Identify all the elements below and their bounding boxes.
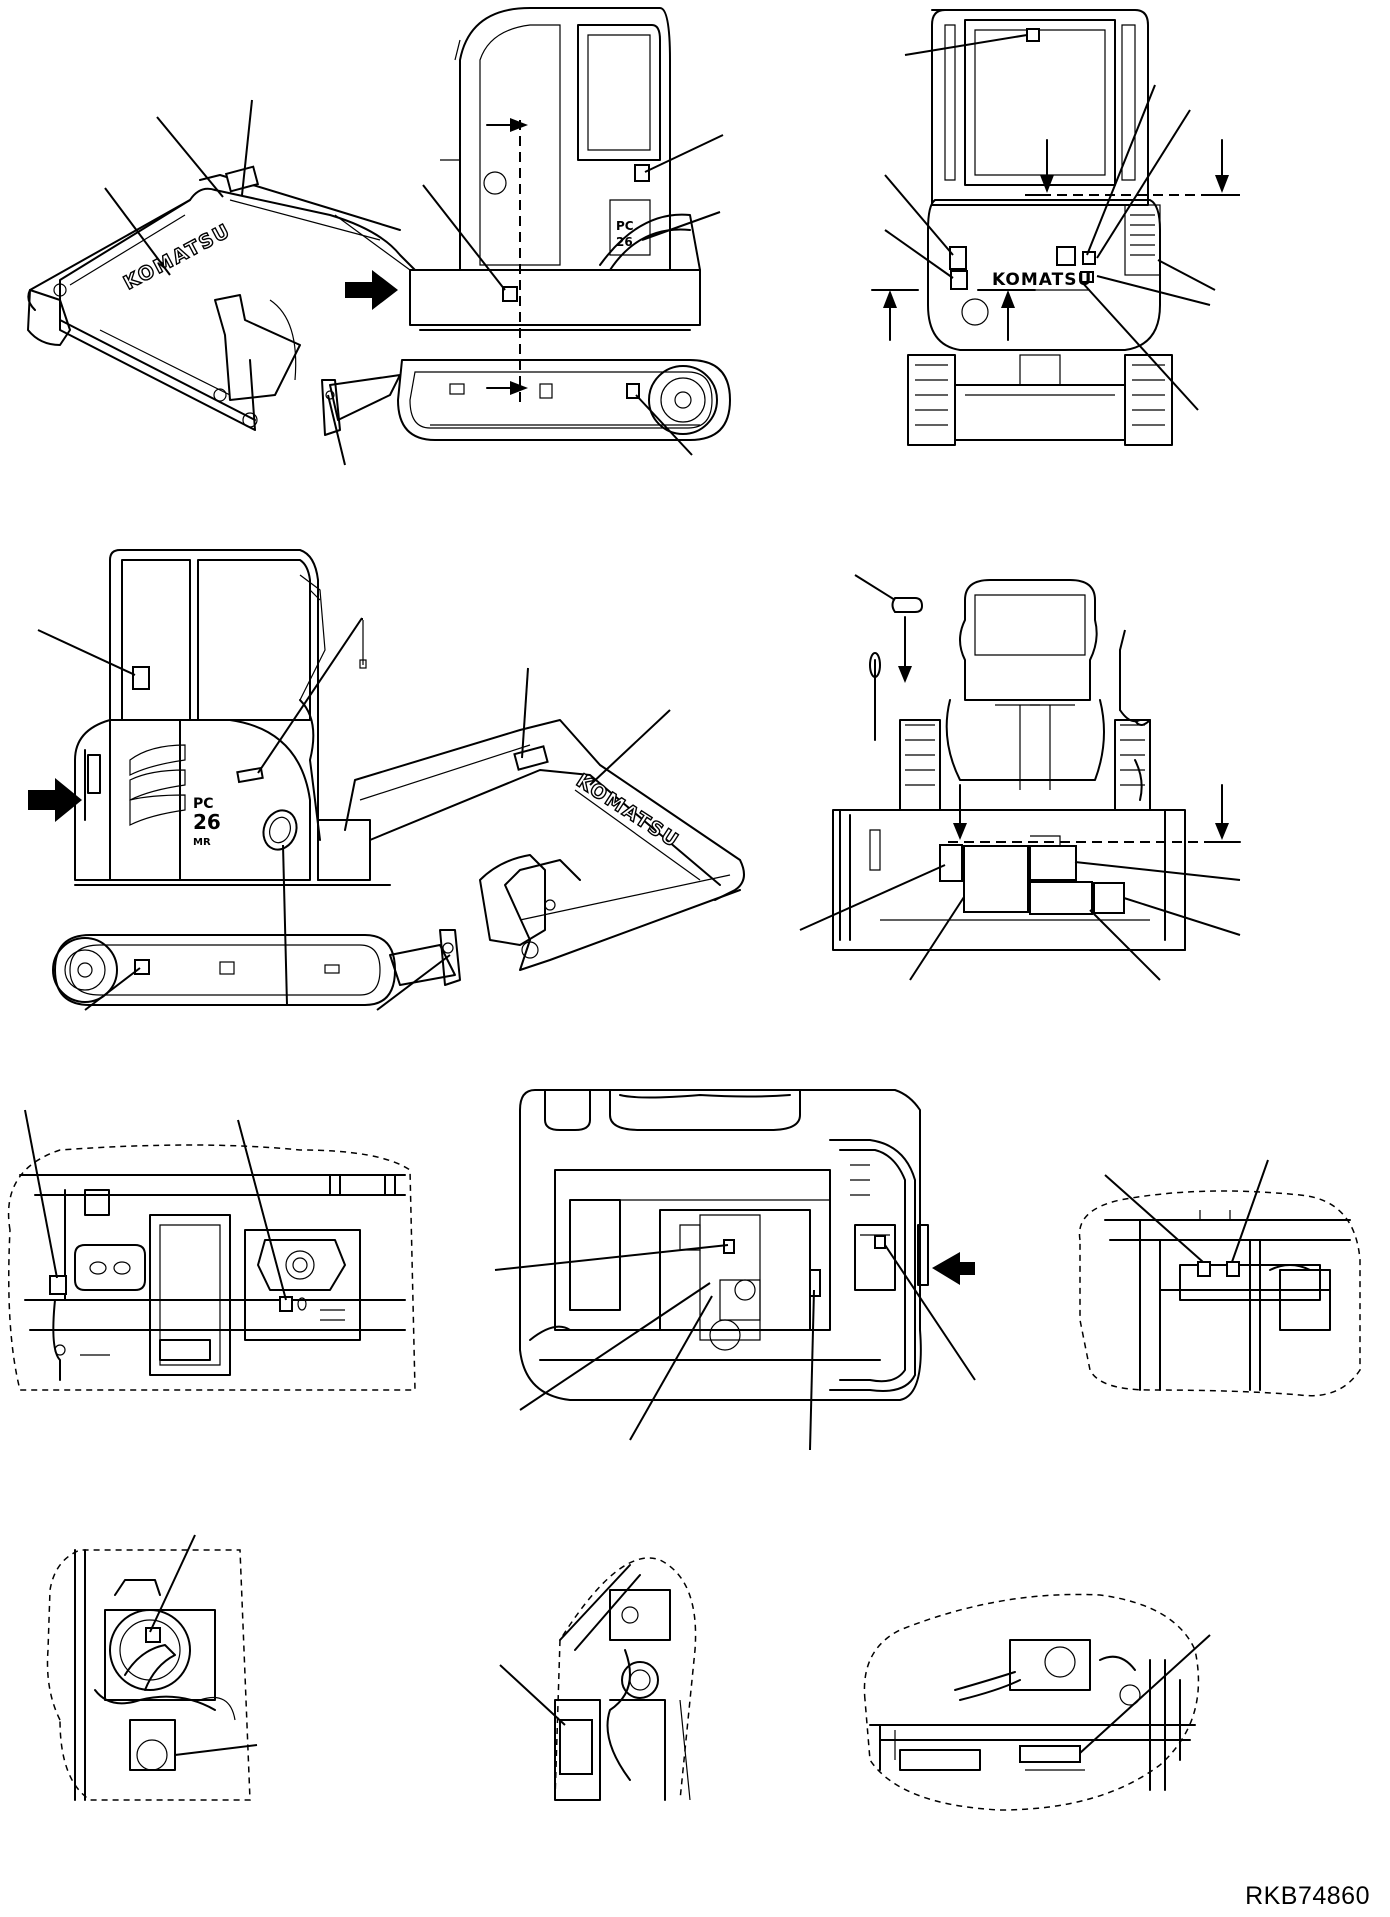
view-rear: KOMATSU [871,9,1240,446]
svg-text:26: 26 [616,235,633,249]
sprocket-wheel [648,365,718,435]
decal-engine-right [874,1235,886,1249]
decal-rear-left-top [949,246,967,270]
view-detail-lower-right [863,1593,1211,1811]
decal-hood-right [236,766,264,784]
decal-boom-left [224,165,260,193]
detail-boundary-1 [7,1144,416,1391]
drawing-number: RKB74860 [1245,1882,1370,1910]
decal-console-large [963,845,1029,913]
decal-rear-left-bottom [950,270,968,290]
decal-boom-right [513,745,549,771]
model-badge-right: PC [193,796,214,812]
left-track-outline [397,359,731,441]
decal-detail-lower-middle [559,1719,593,1775]
view-engine-compartment [494,1089,976,1451]
svg-text:MR: MR [193,837,211,848]
decal-engine-vertical [809,1269,821,1297]
boom [27,187,416,311]
decal-detail-lower-right [1019,1745,1081,1763]
detail-boundary-2 [1078,1190,1361,1397]
view-detail-hood [7,1109,416,1391]
dozer-blade [329,374,401,421]
decal-rear-center [1056,246,1076,266]
logo-emblem-right [262,809,298,851]
view-detail-right [1078,1159,1361,1397]
direction-arrow-engine-view [932,1252,975,1285]
decal-detail-hood-left [49,1275,67,1295]
arm [59,199,256,431]
rear-cab [931,9,1149,206]
decal-overhead [891,597,923,613]
decal-detail-lower-left [145,1627,161,1643]
view-detail-lower-middle [499,1557,697,1801]
decal-cab-rear [634,164,650,182]
detail-boundary-3 [46,1549,251,1801]
rear-counterweight [927,199,1161,351]
upper-body [409,269,701,326]
decal-rear-right-a [1082,251,1096,265]
cab-frame-right [109,549,319,881]
model-badge-left: PC [616,219,634,233]
decal-detail-right-a [1197,1261,1211,1277]
view-detail-lower-left [46,1534,258,1801]
view-operator-seat [799,574,1241,981]
view-left-side: PC 26 KOMATSU [27,7,731,466]
direction-arrow-left-view [345,270,398,310]
view-right-side: PC 26 MR KOMATSU [28,549,745,1011]
decal-console-right [1093,882,1125,914]
decal-track-frame-right [134,959,150,975]
decal-detail-right-b [1226,1261,1240,1277]
svg-text:26: 26 [193,810,221,834]
boom-right [344,719,745,901]
decal-cab-side-right [132,666,150,690]
sprocket-wheel-right [52,937,118,1003]
dozer-blade-right [389,944,456,986]
direction-arrow-right-view [28,778,82,822]
cab-frame [459,7,671,271]
engine-hood-right [74,719,311,881]
decal-console-upper-right [1029,845,1077,881]
operator-seat [959,579,1098,701]
decal-counterweight-left [502,286,518,302]
decal-track-frame-left [626,383,640,399]
decal-rear-right-b [1080,271,1094,283]
decal-console-small-left [939,844,963,882]
decal-rear-window [1026,28,1040,42]
bucket-left [27,289,71,346]
decal-console-lower-right [1029,881,1093,915]
brand-decal-rear: KOMATSU [992,270,1092,290]
arm-right [504,859,741,971]
detail-boundary-4 [554,1557,697,1801]
decal-engine-top [723,1239,735,1254]
engine-compartment-body [519,1089,922,1401]
detail-boundary-5 [863,1593,1200,1811]
